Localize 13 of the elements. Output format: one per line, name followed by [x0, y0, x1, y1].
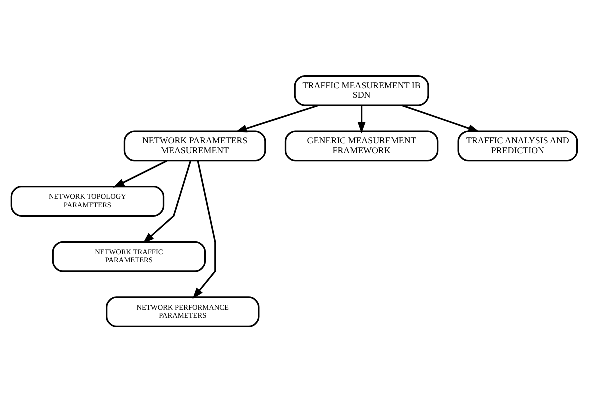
arrow	[236, 104, 319, 132]
node-box: NETWORK TRAFFIC PARAMETERS	[52, 240, 206, 272]
arrow	[402, 104, 480, 132]
node-box: NETWORK PERFORMANCE PARAMETERS	[106, 296, 260, 328]
node-box: NETWORK TOPOLOGY PARAMETERS	[10, 186, 165, 216]
arrow	[358, 105, 366, 134]
node-box: NETWORK PARAMETERS MEASUREMENT	[124, 130, 266, 162]
node-box: TRAFFIC ANALYSIS AND PREDICTION	[458, 130, 578, 162]
arrow	[143, 160, 192, 244]
node-box: GENERIC MEASUREMENT FRAMEWORK	[284, 130, 439, 162]
arrow	[192, 160, 216, 299]
arrow	[113, 160, 168, 188]
node-box: TRAFFIC MEASUREMENT IB SDN	[294, 74, 430, 106]
